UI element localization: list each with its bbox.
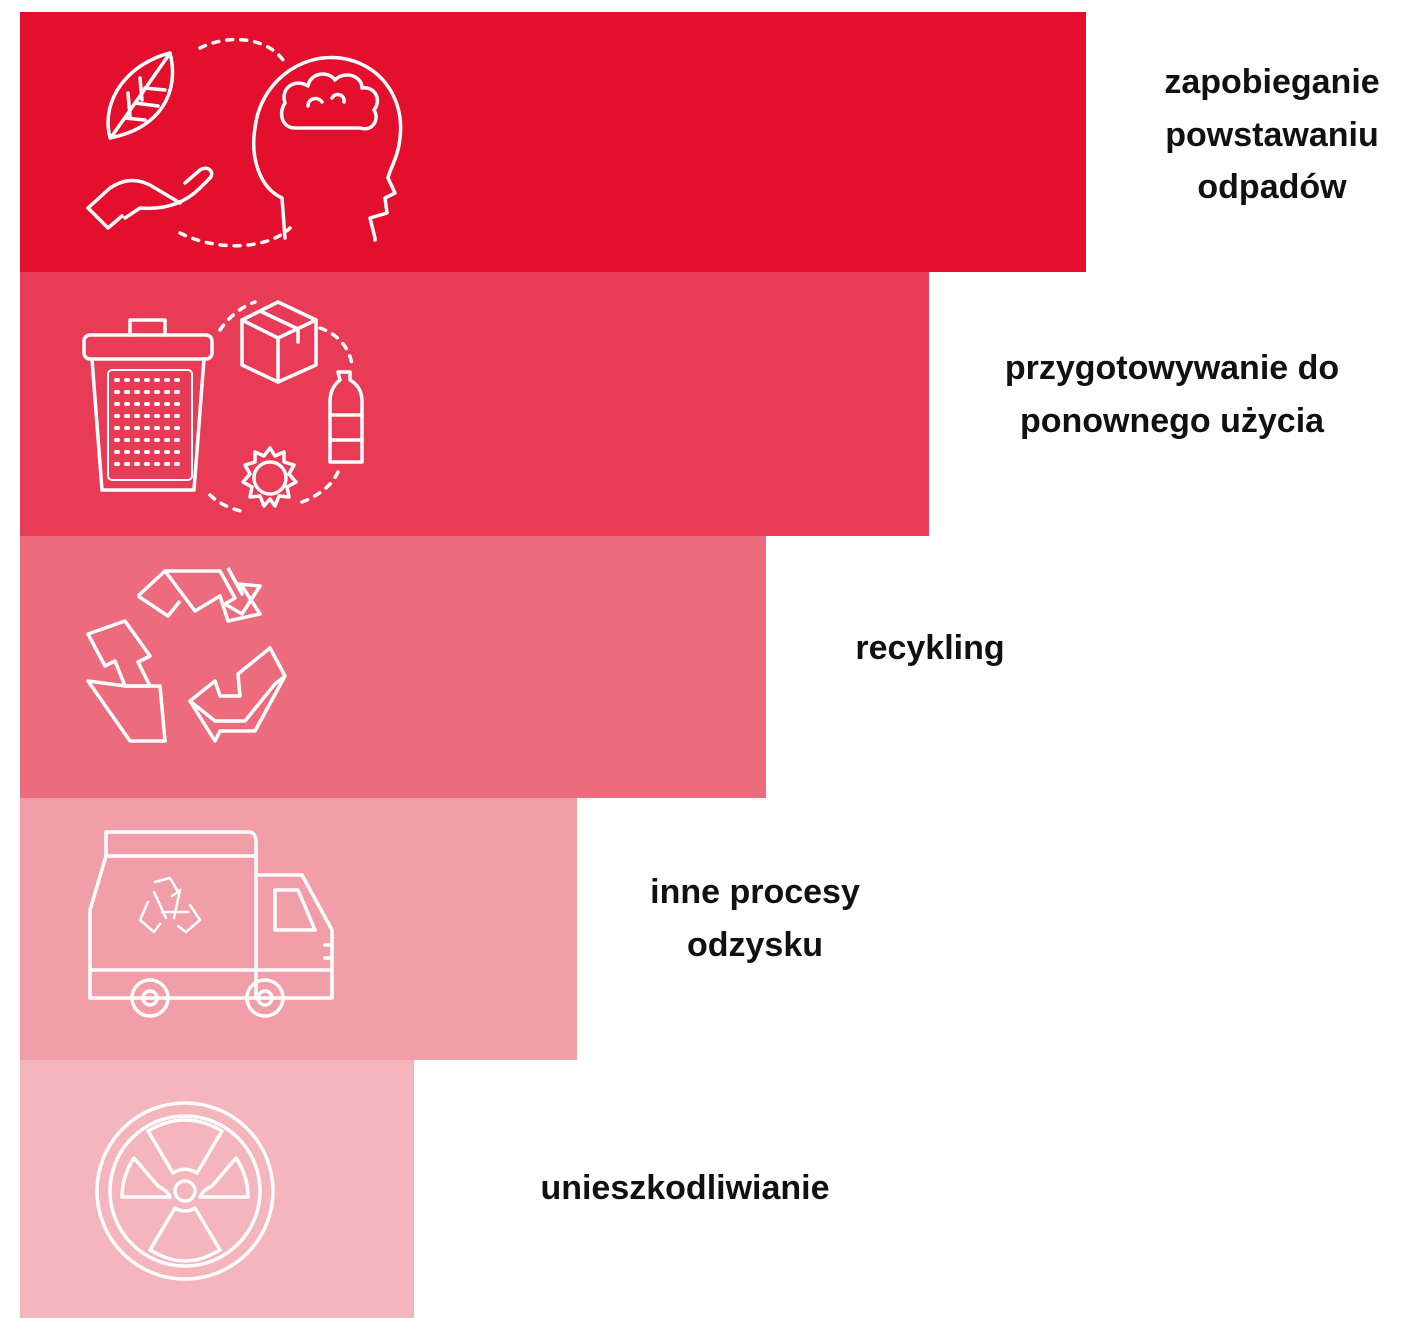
label-line: przygotowywanie do	[1004, 349, 1340, 387]
radiation-icon	[70, 1076, 430, 1306]
recycle-icon	[70, 556, 430, 786]
label-line: odpadów	[1197, 168, 1347, 207]
level-label-prevention: zapobieganie powstawaniu odpadów	[1120, 56, 1424, 214]
level-label-other-recovery: inne procesy odzysku	[595, 866, 915, 971]
label-line: odzysku	[686, 925, 824, 964]
level-label-recycling: recykling	[800, 622, 1060, 675]
label-line: zapobieganie	[1164, 63, 1380, 101]
label-line: inne procesy	[650, 873, 860, 911]
label-line: recykling	[855, 629, 1005, 667]
level-bar-recycling	[20, 536, 766, 798]
level-bar-disposal	[20, 1060, 414, 1318]
label-line: unieszkodliwianie	[540, 1169, 830, 1207]
level-label-disposal: unieszkodliwianie	[480, 1162, 890, 1215]
recycling-truck-icon	[70, 820, 430, 1050]
label-line: powstawaniu	[1165, 115, 1379, 154]
level-label-reuse: przygotowywanie do ponownego użycia	[940, 342, 1404, 447]
bin-box-bottle-gear-icon	[70, 290, 430, 520]
level-bar-prevention	[20, 12, 1086, 272]
label-line: ponownego użycia	[1019, 401, 1325, 440]
leaf-hand-head-icon	[70, 28, 430, 258]
level-bar-reuse	[20, 272, 929, 536]
